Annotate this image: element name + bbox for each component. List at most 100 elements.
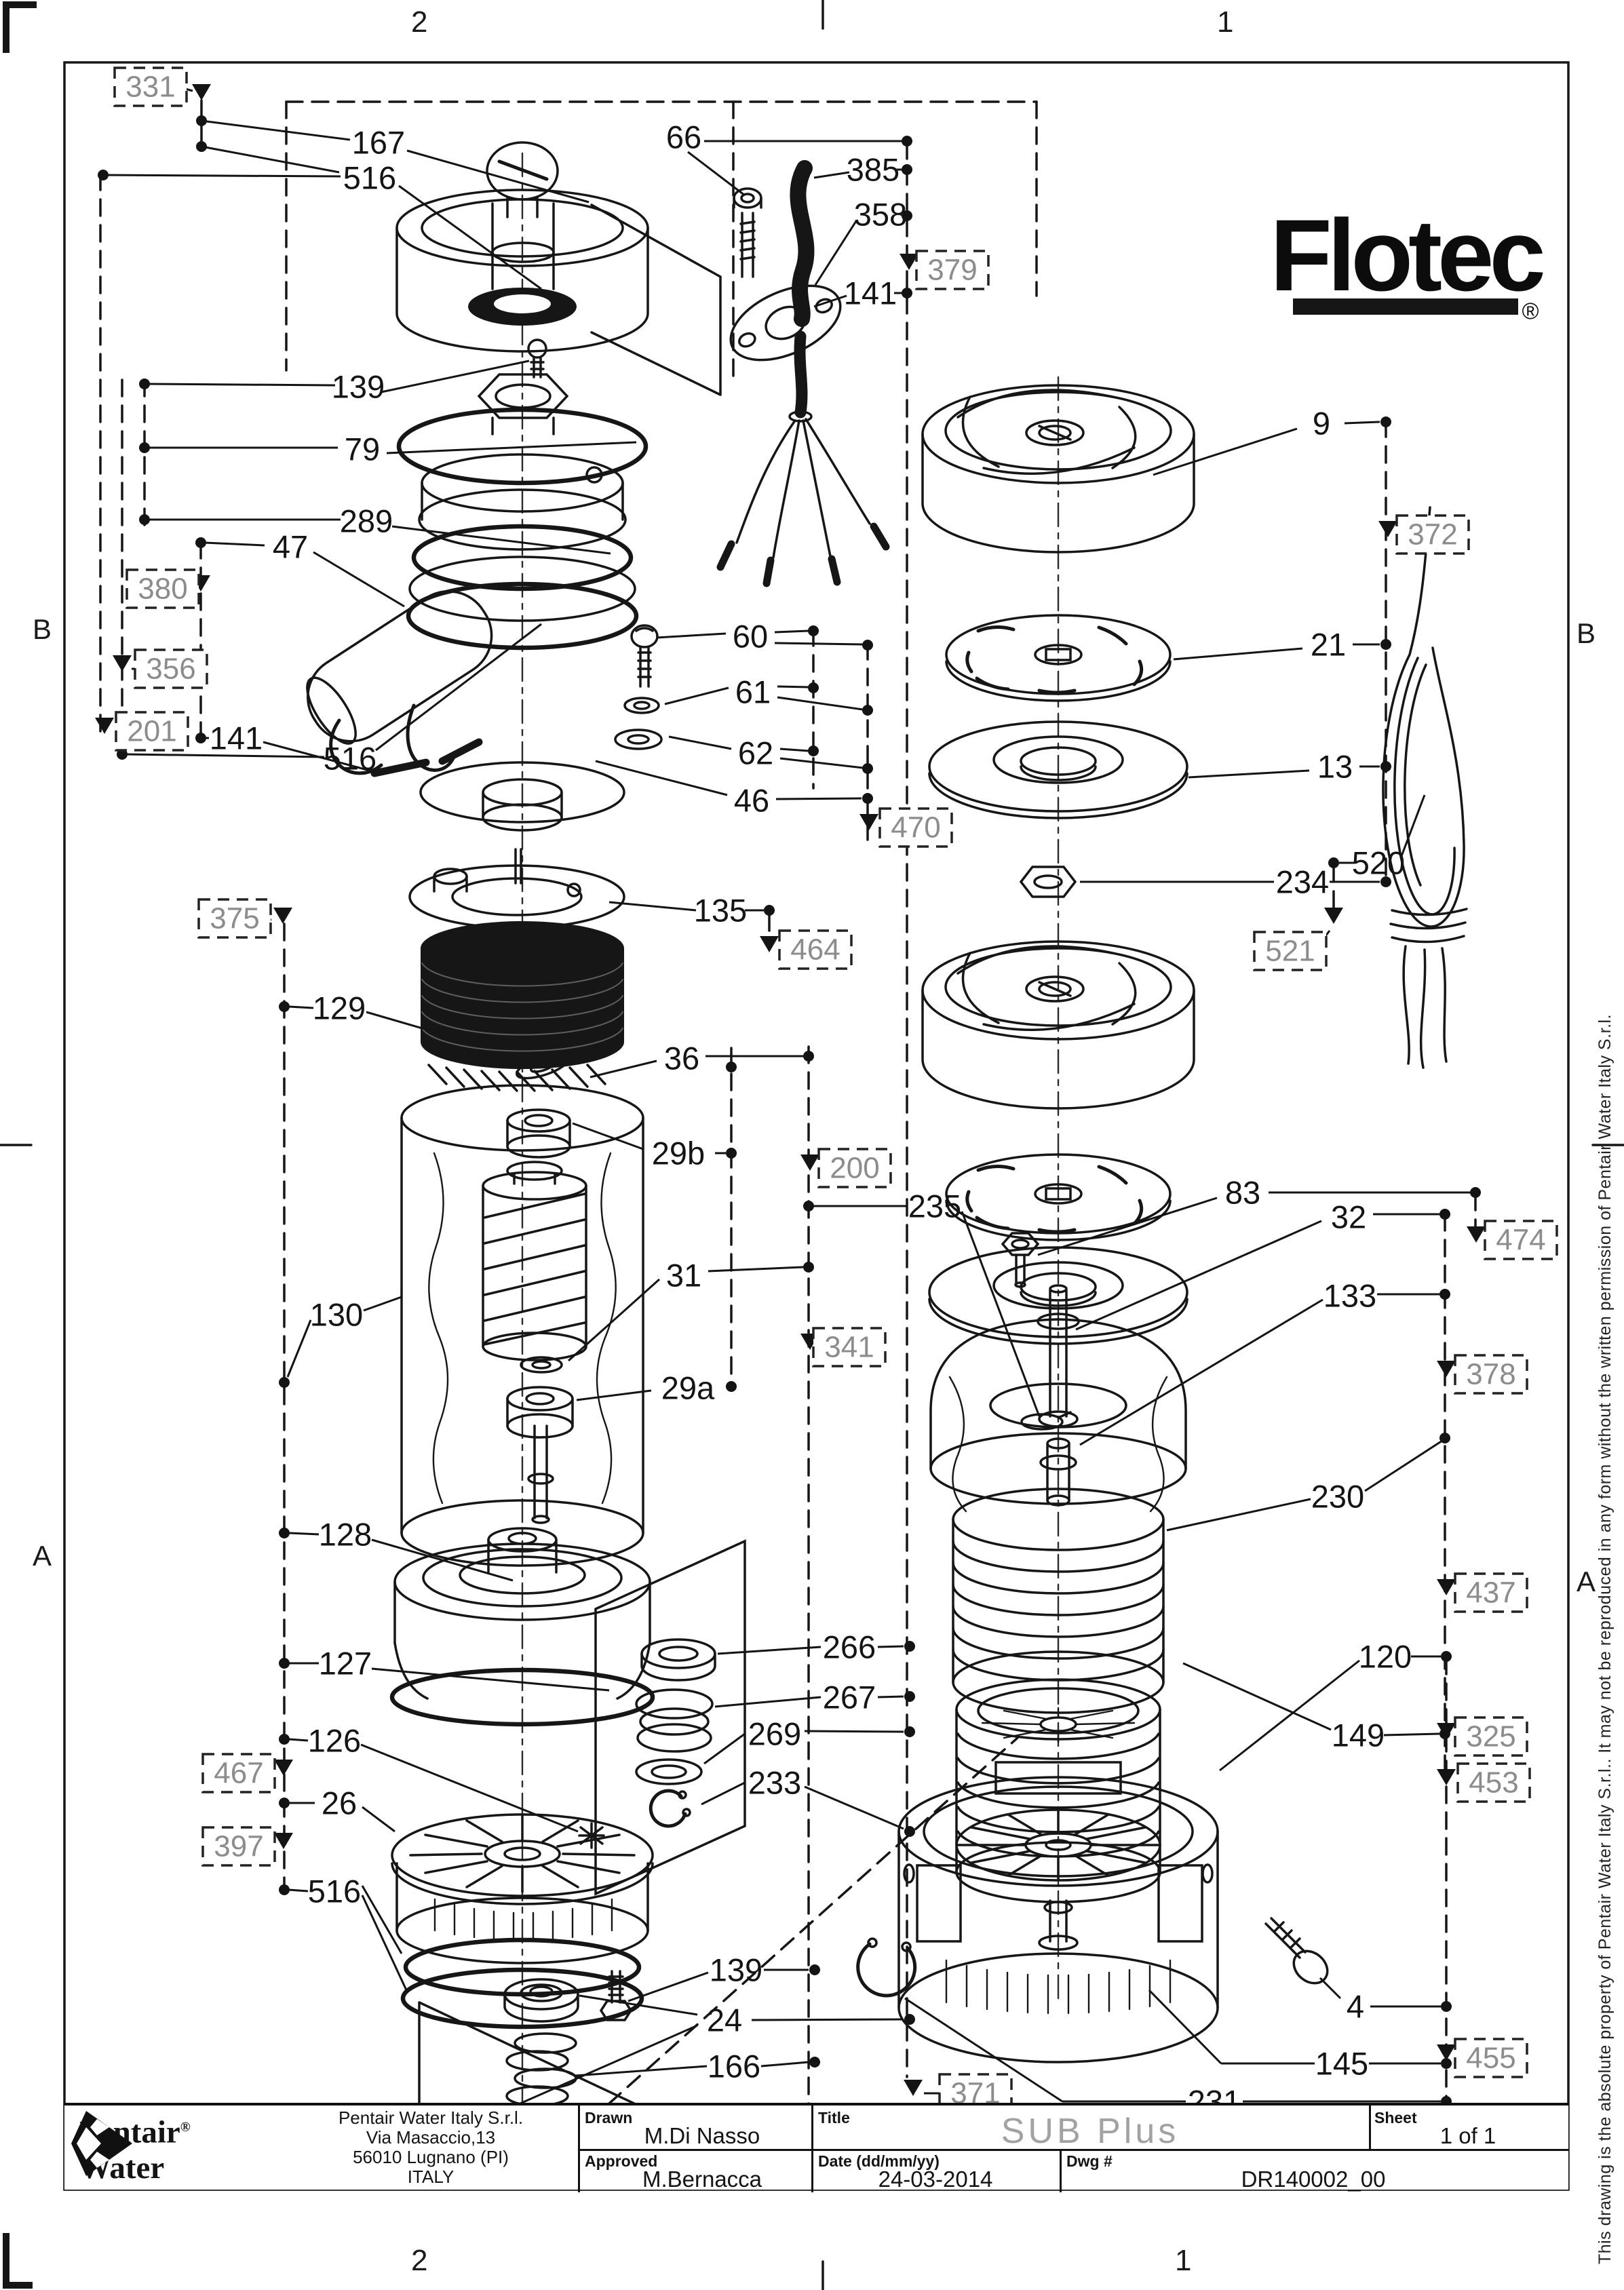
svg-text:167: 167 xyxy=(352,125,405,161)
rotor-core xyxy=(482,1161,587,1361)
svg-text:135: 135 xyxy=(694,893,747,929)
svg-text:516: 516 xyxy=(324,741,376,777)
svg-text:126: 126 xyxy=(308,1723,361,1759)
callout-4: 4 xyxy=(1319,1977,1452,2025)
ref-box-379: 379 xyxy=(900,250,990,290)
ref-box-372: 372 xyxy=(1378,514,1470,555)
screw-60-washers xyxy=(614,624,663,750)
callout-46: 46 xyxy=(595,760,873,819)
mechanical-seal-stack xyxy=(635,1638,716,1828)
zone-top-1: 1 xyxy=(1217,5,1234,39)
zone-right-b: B xyxy=(1577,617,1596,649)
address-line: Pentair Water Italy S.r.l. xyxy=(338,2108,524,2128)
svg-text:36: 36 xyxy=(664,1041,699,1076)
perforations-left xyxy=(916,1864,962,1943)
pentair-logo-icon xyxy=(71,2111,132,2176)
callout-516: 516 xyxy=(117,623,542,777)
svg-text:29b: 29b xyxy=(652,1136,705,1171)
oring-516-upper xyxy=(408,556,636,622)
svg-text:331: 331 xyxy=(125,71,175,104)
svg-text:130: 130 xyxy=(310,1297,363,1333)
callout-133: 133 xyxy=(1079,1278,1450,1446)
svg-text:149: 149 xyxy=(1332,1718,1385,1753)
callout-234: 234 xyxy=(1080,864,1391,900)
callout-233: 233 xyxy=(701,1765,915,1837)
svg-text:139: 139 xyxy=(332,369,385,405)
callout-126: 126 xyxy=(279,1723,579,1833)
sleeve-guide-133 xyxy=(1039,1437,1077,1507)
svg-text:358: 358 xyxy=(854,197,907,233)
svg-text:21: 21 xyxy=(1311,627,1346,663)
svg-text:455: 455 xyxy=(1466,2042,1515,2075)
svg-text:470: 470 xyxy=(891,811,940,845)
drawn-value: M.Di Nasso xyxy=(644,2123,760,2148)
shaft-bolt-83 xyxy=(1001,1232,1040,1288)
company-address: Pentair Water Italy S.r.l. Via Masaccio,… xyxy=(288,2108,573,2187)
svg-text:79: 79 xyxy=(345,431,380,467)
svg-text:375: 375 xyxy=(210,902,259,935)
flotec-logo: Flotec ® xyxy=(1270,198,1548,324)
callout-516: 516 xyxy=(98,141,542,290)
bearing-29b xyxy=(506,1108,571,1159)
oring-516-lower xyxy=(406,581,639,651)
callout-267: 267 xyxy=(714,1680,915,1715)
svg-text:4: 4 xyxy=(1347,1989,1364,2025)
callout-24: 24 xyxy=(515,1994,915,2107)
svg-text:120: 120 xyxy=(1359,1639,1412,1675)
svg-text:66: 66 xyxy=(666,119,701,155)
svg-text:145: 145 xyxy=(1315,2046,1368,2082)
svg-text:230: 230 xyxy=(1311,1479,1364,1515)
callout-47: 47 xyxy=(195,529,405,608)
ref-box-378: 378 xyxy=(1437,1354,1528,1395)
socket-screw-66 xyxy=(733,187,762,278)
callout-289: 289 xyxy=(139,503,611,555)
svg-text:166: 166 xyxy=(708,2049,760,2084)
callout-36: 36 xyxy=(589,1041,814,1079)
svg-text:60: 60 xyxy=(733,619,768,655)
svg-text:141: 141 xyxy=(210,720,263,756)
callout-79: 79 xyxy=(139,431,637,467)
ref-box-380: 380 xyxy=(125,568,210,609)
callout-61: 61 xyxy=(664,674,873,716)
svg-text:397: 397 xyxy=(214,1830,263,1863)
dwg-value: DR140002_00 xyxy=(1241,2167,1386,2192)
svg-text:289: 289 xyxy=(340,503,393,539)
callout-141: 141 xyxy=(813,275,912,311)
callout-83: 83 xyxy=(1037,1175,1481,1256)
svg-text:464: 464 xyxy=(790,933,840,967)
callout-13: 13 xyxy=(1188,749,1391,785)
drawn-label: Drawn xyxy=(585,2109,633,2127)
ref-box-331: 331 xyxy=(113,66,211,107)
ref-box-453: 453 xyxy=(1437,1762,1531,1803)
dwg-label: Dwg # xyxy=(1066,2152,1113,2170)
zone-bottom-1: 1 xyxy=(1175,2244,1192,2277)
callout-230: 230 xyxy=(1166,1433,1450,1532)
svg-text:269: 269 xyxy=(748,1716,801,1752)
ref-box-341: 341 xyxy=(800,1327,887,1367)
svg-text:62: 62 xyxy=(738,735,773,771)
callout-26: 26 xyxy=(279,1785,395,1833)
svg-text:133: 133 xyxy=(1323,1278,1376,1314)
pump-head-assembly xyxy=(929,1284,1187,1513)
callout-145: 145 xyxy=(1148,1989,1452,2082)
stator-129 xyxy=(421,921,624,1092)
svg-text:29a: 29a xyxy=(661,1370,715,1406)
svg-text:516: 516 xyxy=(343,160,396,196)
svg-text:13: 13 xyxy=(1317,749,1353,785)
snap-ring-233-upper xyxy=(649,1789,691,1828)
bearing-seat-46 xyxy=(419,761,625,832)
callout-139: 139 xyxy=(139,360,530,405)
svg-text:26: 26 xyxy=(322,1785,357,1821)
svg-text:516: 516 xyxy=(308,1874,361,1909)
svg-text:372: 372 xyxy=(1408,518,1457,551)
callout-166: 166 xyxy=(575,2049,820,2084)
ref-box-200: 200 xyxy=(800,1148,892,1188)
ref-box-455: 455 xyxy=(1437,2038,1528,2078)
cable-141 xyxy=(794,330,808,419)
discharge-head-assembly xyxy=(396,373,649,651)
callout-66: 66 xyxy=(666,119,912,197)
address-line: ITALY xyxy=(407,2167,455,2187)
